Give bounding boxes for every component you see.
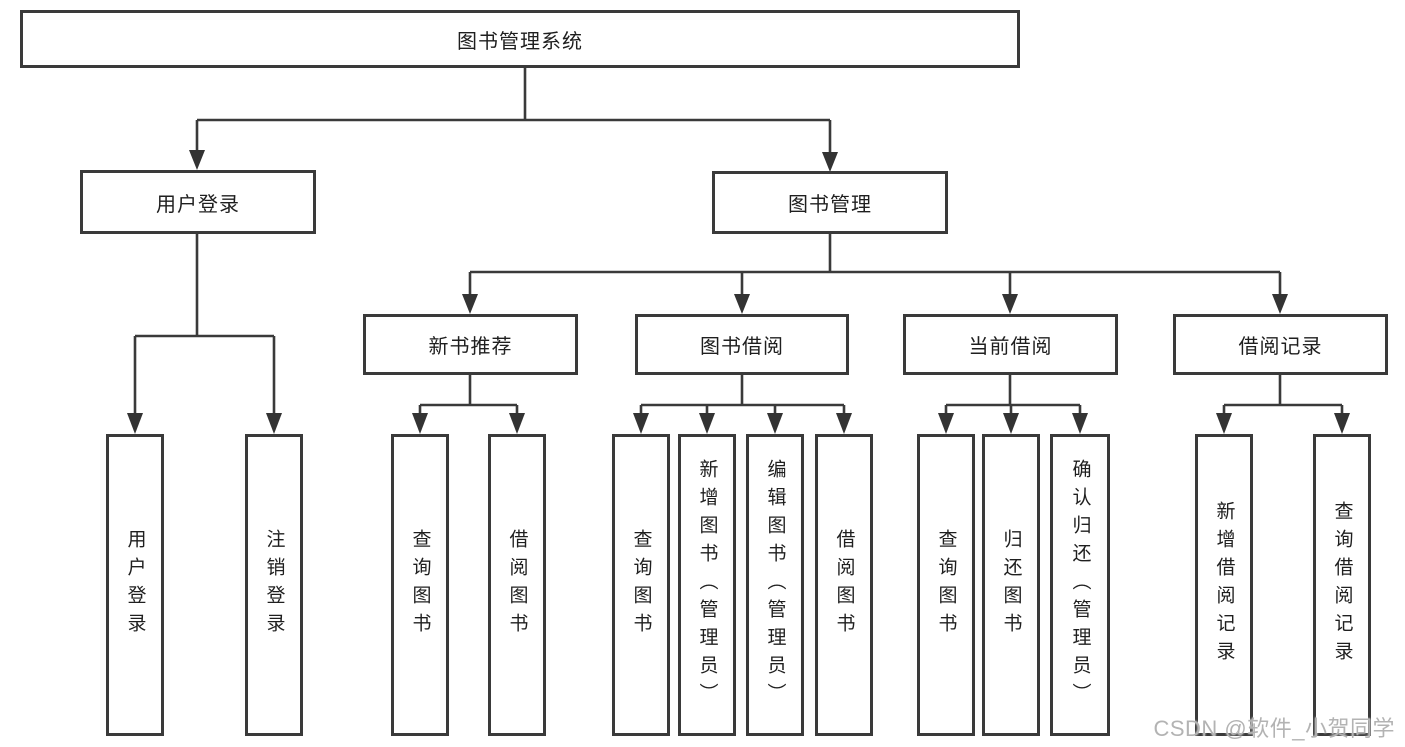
node-cb-confirm-return-label: 确认归还（管理员） — [1069, 459, 1091, 711]
connector-current-borrow-children — [938, 375, 1088, 434]
arrowhead-user-login — [189, 150, 205, 170]
arrowhead-book-borrow — [734, 294, 750, 314]
arrowhead-leaf-logout — [266, 413, 282, 434]
arrowhead-borrow-record — [1272, 294, 1288, 314]
node-br-add-record-label: 新增借阅记录 — [1213, 501, 1235, 669]
arrowhead-bb-add — [699, 413, 715, 434]
arrowhead-cb-return — [1003, 413, 1019, 434]
csdn-watermark: CSDN @软件_小贺同学 — [1153, 716, 1395, 741]
arrowhead-book-mgmt — [822, 152, 838, 172]
node-bb-edit-book-label: 编辑图书（管理员） — [764, 459, 786, 711]
node-leaf-user-login: 用户登录 — [106, 434, 164, 736]
arrowhead-br-query — [1334, 413, 1350, 434]
node-book-borrow: 图书借阅 — [635, 314, 849, 375]
connector-book-mgmt-children — [462, 233, 1288, 314]
node-leaf-logout: 注销登录 — [245, 434, 303, 736]
node-cb-query-book: 查询图书 — [917, 434, 975, 736]
node-cb-return-book-label: 归还图书 — [1000, 529, 1022, 641]
connector-user-login-children — [127, 233, 282, 434]
connector-borrow-record-children — [1216, 375, 1350, 434]
arrowhead-cb-query — [938, 413, 954, 434]
node-book-mgmt-label: 图书管理 — [788, 194, 872, 216]
node-rec-query-book-label: 查询图书 — [409, 529, 431, 641]
node-rec-borrow-book-label: 借阅图书 — [506, 529, 528, 641]
node-current-borrow: 当前借阅 — [903, 314, 1118, 375]
node-new-book-rec-label: 新书推荐 — [428, 336, 513, 358]
node-bb-edit-book: 编辑图书（管理员） — [746, 434, 804, 736]
node-user-login-label: 用户登录 — [156, 193, 240, 216]
node-borrow-record: 借阅记录 — [1173, 314, 1388, 375]
node-new-book-rec: 新书推荐 — [363, 314, 578, 375]
connector-new-book-rec-children — [412, 375, 525, 434]
node-book-mgmt: 图书管理 — [712, 171, 948, 234]
node-bb-query-book: 查询图书 — [612, 434, 670, 736]
arrowhead-cb-confirm — [1072, 413, 1088, 434]
arrowhead-current-borrow — [1002, 294, 1018, 314]
node-book-borrow-label: 图书借阅 — [700, 336, 784, 358]
node-bb-query-book-label: 查询图书 — [630, 529, 652, 641]
arrowhead-rec-query — [412, 413, 428, 434]
node-cb-query-book-label: 查询图书 — [935, 529, 957, 641]
node-leaf-user-login-label: 用户登录 — [124, 529, 146, 641]
node-rec-borrow-book: 借阅图书 — [488, 434, 546, 736]
arrowhead-bb-query — [633, 413, 649, 434]
arrowhead-new-book-rec — [462, 294, 478, 314]
node-root: 图书管理系统 — [20, 10, 1020, 68]
node-root-label: 图书管理系统 — [457, 30, 583, 53]
connector-root-to-level2 — [189, 68, 838, 172]
node-current-borrow-label: 当前借阅 — [968, 336, 1053, 358]
arrowhead-leaf-user-login — [127, 413, 143, 434]
node-br-query-record-label: 查询借阅记录 — [1331, 501, 1353, 669]
arrowhead-bb-borrow — [836, 413, 852, 434]
node-br-query-record: 查询借阅记录 — [1313, 434, 1371, 736]
node-cb-confirm-return: 确认归还（管理员） — [1050, 434, 1110, 736]
node-user-login: 用户登录 — [80, 170, 316, 234]
node-br-add-record: 新增借阅记录 — [1195, 434, 1253, 736]
node-borrow-record-label: 借阅记录 — [1238, 336, 1323, 358]
node-bb-borrow-book: 借阅图书 — [815, 434, 873, 736]
node-cb-return-book: 归还图书 — [982, 434, 1040, 736]
arrowhead-br-add — [1216, 413, 1232, 434]
arrowhead-bb-edit — [767, 413, 783, 434]
node-bb-add-book: 新增图书（管理员） — [678, 434, 736, 736]
node-rec-query-book: 查询图书 — [391, 434, 449, 736]
node-bb-borrow-book-label: 借阅图书 — [833, 529, 855, 641]
node-leaf-logout-label: 注销登录 — [263, 529, 285, 641]
connector-book-borrow-children — [633, 375, 852, 434]
arrowhead-rec-borrow — [509, 413, 525, 434]
node-bb-add-book-label: 新增图书（管理员） — [696, 459, 718, 711]
